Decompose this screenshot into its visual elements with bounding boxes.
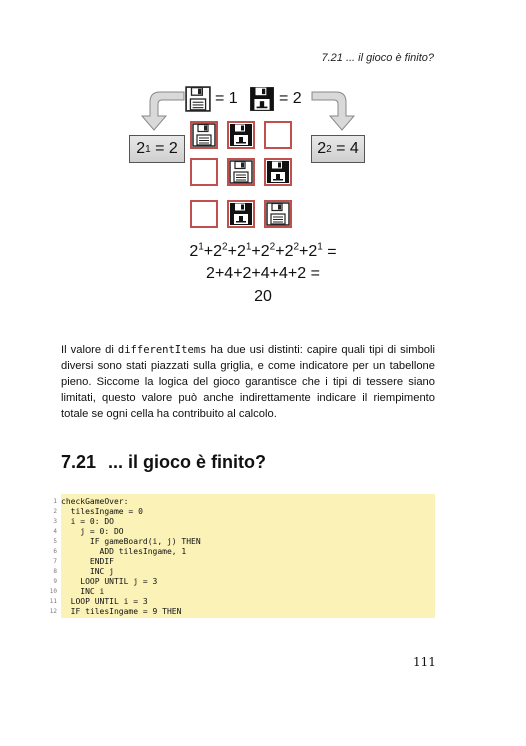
- power-exponent: 2: [269, 242, 276, 253]
- floppy-disk-black-icon: [230, 124, 252, 146]
- line-number: 5: [53, 538, 57, 545]
- line-number: 10: [49, 588, 57, 595]
- code-line: 4 j = 0: DO: [53, 527, 435, 537]
- code-text: LOOP UNTIL j = 3: [61, 577, 158, 586]
- sum-line-1: 21+22+21+22+22+21 =: [189, 242, 337, 261]
- power-base: 2: [284, 243, 294, 261]
- grid-cell: [264, 158, 292, 186]
- line-number: 12: [49, 608, 57, 615]
- floppy-disk-white-icon: [185, 86, 211, 112]
- code-text: IF tilesIngame = 9 THEN: [61, 607, 182, 616]
- code-text: LOOP UNTIL i = 3: [61, 597, 148, 606]
- power-exponent: 1: [198, 242, 204, 253]
- grid-cell: [264, 200, 292, 228]
- floppy-disk-white-icon: [266, 202, 290, 226]
- code-line: 8 INC j: [53, 567, 435, 577]
- floppy-disk-white-icon: [192, 123, 216, 147]
- code-text: checkGameOver:: [61, 497, 129, 506]
- code-text: i = 0: DO: [61, 517, 114, 526]
- code-text: tilesIngame = 0: [61, 507, 143, 516]
- line-number: 8: [53, 568, 57, 575]
- line-number: 1: [53, 498, 57, 505]
- grid-cell: [227, 121, 255, 149]
- grid-cell: [227, 200, 255, 228]
- section-number: 7.21: [61, 452, 97, 472]
- curved-arrow-left-icon: [140, 91, 185, 131]
- body-paragraph: Il valore di differentItems ha due usi d…: [61, 344, 435, 420]
- section-title: 7.21 ... il gioco è finito?: [61, 452, 266, 473]
- code-line: 2 tilesIngame = 0: [53, 507, 435, 517]
- plus-sign: +: [275, 243, 285, 261]
- floppy-disk-black-icon: [267, 161, 289, 183]
- code-text: ADD tilesIngame, 1: [61, 547, 187, 556]
- grid-cell: [190, 158, 218, 186]
- floppy-disk-black-icon: [250, 87, 274, 111]
- plus-sign: +: [251, 243, 261, 261]
- plus-sign: +: [227, 243, 237, 261]
- code-line: 11 LOOP UNTIL i = 3: [50, 597, 435, 607]
- legend-white-value: = 1: [215, 90, 238, 107]
- code-line: 9 LOOP UNTIL j = 3: [53, 577, 435, 587]
- code-text: INC j: [61, 567, 114, 576]
- power-exponent: 1: [245, 242, 252, 253]
- line-number: 11: [49, 598, 57, 605]
- sum-line-2: 2+4+2+4+4+2 =: [206, 265, 320, 282]
- power-exponent: 1: [317, 242, 323, 253]
- line-number: 7: [53, 558, 57, 565]
- code-line: 12 IF tilesIngame = 9 THEN: [50, 607, 435, 617]
- curved-arrow-right-icon: [311, 91, 356, 131]
- power-base: 2: [260, 243, 270, 261]
- page-number: 111: [413, 655, 436, 669]
- line-number: 3: [53, 518, 57, 525]
- grid-cell: [190, 121, 218, 149]
- floppy-disk-white-icon: [229, 160, 253, 184]
- power-base: 2: [189, 243, 199, 261]
- line-number: 2: [53, 508, 57, 515]
- grid-cell: [190, 200, 218, 228]
- section-title-text: ... il gioco è finito?: [108, 452, 267, 472]
- power-exponent: 2: [222, 242, 228, 253]
- code-text: IF gameBoard(i, j) THEN: [61, 537, 201, 546]
- code-text: INC i: [61, 587, 105, 596]
- code-line: 6 ADD tilesIngame, 1: [53, 547, 435, 557]
- plus-sign: +: [203, 243, 214, 261]
- code-text: j = 0: DO: [61, 527, 124, 536]
- code-line: 5 IF gameBoard(i, j) THEN: [53, 537, 435, 547]
- power-exponent: 2: [293, 242, 300, 253]
- power-base: 2: [236, 243, 246, 261]
- grid-cell: [264, 121, 292, 149]
- code-line: 7 ENDIF: [53, 557, 435, 567]
- inline-code: differentItems: [117, 344, 207, 356]
- legend-black-value: = 2: [279, 90, 302, 107]
- floppy-disk-black-icon: [230, 203, 252, 225]
- line-number: 9: [53, 578, 57, 585]
- legend-black: = 2: [249, 86, 302, 112]
- running-head: 7.21 ... il gioco è finito?: [321, 52, 434, 64]
- plus-sign: +: [299, 243, 309, 261]
- line-number: 4: [53, 528, 57, 535]
- code-line: 10 INC i: [50, 587, 435, 597]
- code-line: 1 checkGameOver:: [53, 497, 435, 507]
- sum-line-3: 20: [254, 288, 272, 305]
- power-base: 2: [308, 243, 318, 261]
- code-line: 3 i = 0: DO: [53, 517, 435, 527]
- line-number: 6: [53, 548, 57, 555]
- grid-cell: [227, 158, 255, 186]
- code-text: ENDIF: [61, 557, 114, 566]
- legend-white: = 1: [185, 86, 238, 112]
- power-base: 2: [213, 243, 223, 261]
